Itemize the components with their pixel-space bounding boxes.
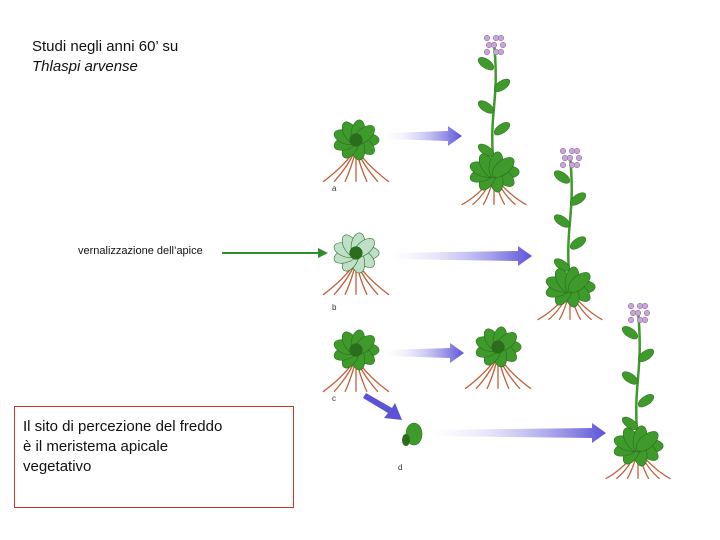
title-line-1: Studi negli anni 60’ su xyxy=(32,38,179,55)
vernalization-label: vernalizzazione dell’apice xyxy=(78,245,203,257)
blue-arrow-b xyxy=(388,246,532,266)
note-line-3: vegetativo xyxy=(23,458,92,475)
blue-arrow-d xyxy=(428,423,606,443)
panel-label-b: b xyxy=(332,303,337,312)
panel-label-d: d xyxy=(398,463,403,472)
note-line-1: Il sito di percezione del freddo xyxy=(23,418,223,435)
panel-label-c: c xyxy=(332,394,336,403)
title-species: Thlaspi arvense xyxy=(32,58,138,75)
note-box: Il sito di percezione del freddo è il me… xyxy=(14,406,294,508)
flowering-plant-d xyxy=(605,302,671,480)
note-line-2: è il meristema apicale xyxy=(23,438,169,455)
green-arrow xyxy=(222,248,328,258)
blue-arrow-c xyxy=(386,343,464,363)
blue-arrow-a xyxy=(386,126,462,146)
title: Studi negli anni 60’ su Thlaspi arvense xyxy=(32,37,178,77)
rosette-plant-c-result xyxy=(464,326,532,390)
flowering-plant-a xyxy=(461,34,527,206)
panel-label-a: a xyxy=(332,184,337,193)
rosette-plant-a xyxy=(322,119,390,183)
rosette-plant-b-vernalized xyxy=(322,232,390,296)
blue-arrow-d-diagonal xyxy=(363,393,402,420)
rosette-plant-c xyxy=(322,329,390,393)
detached-apex-d xyxy=(402,422,423,446)
flowering-plant-b xyxy=(537,147,603,321)
